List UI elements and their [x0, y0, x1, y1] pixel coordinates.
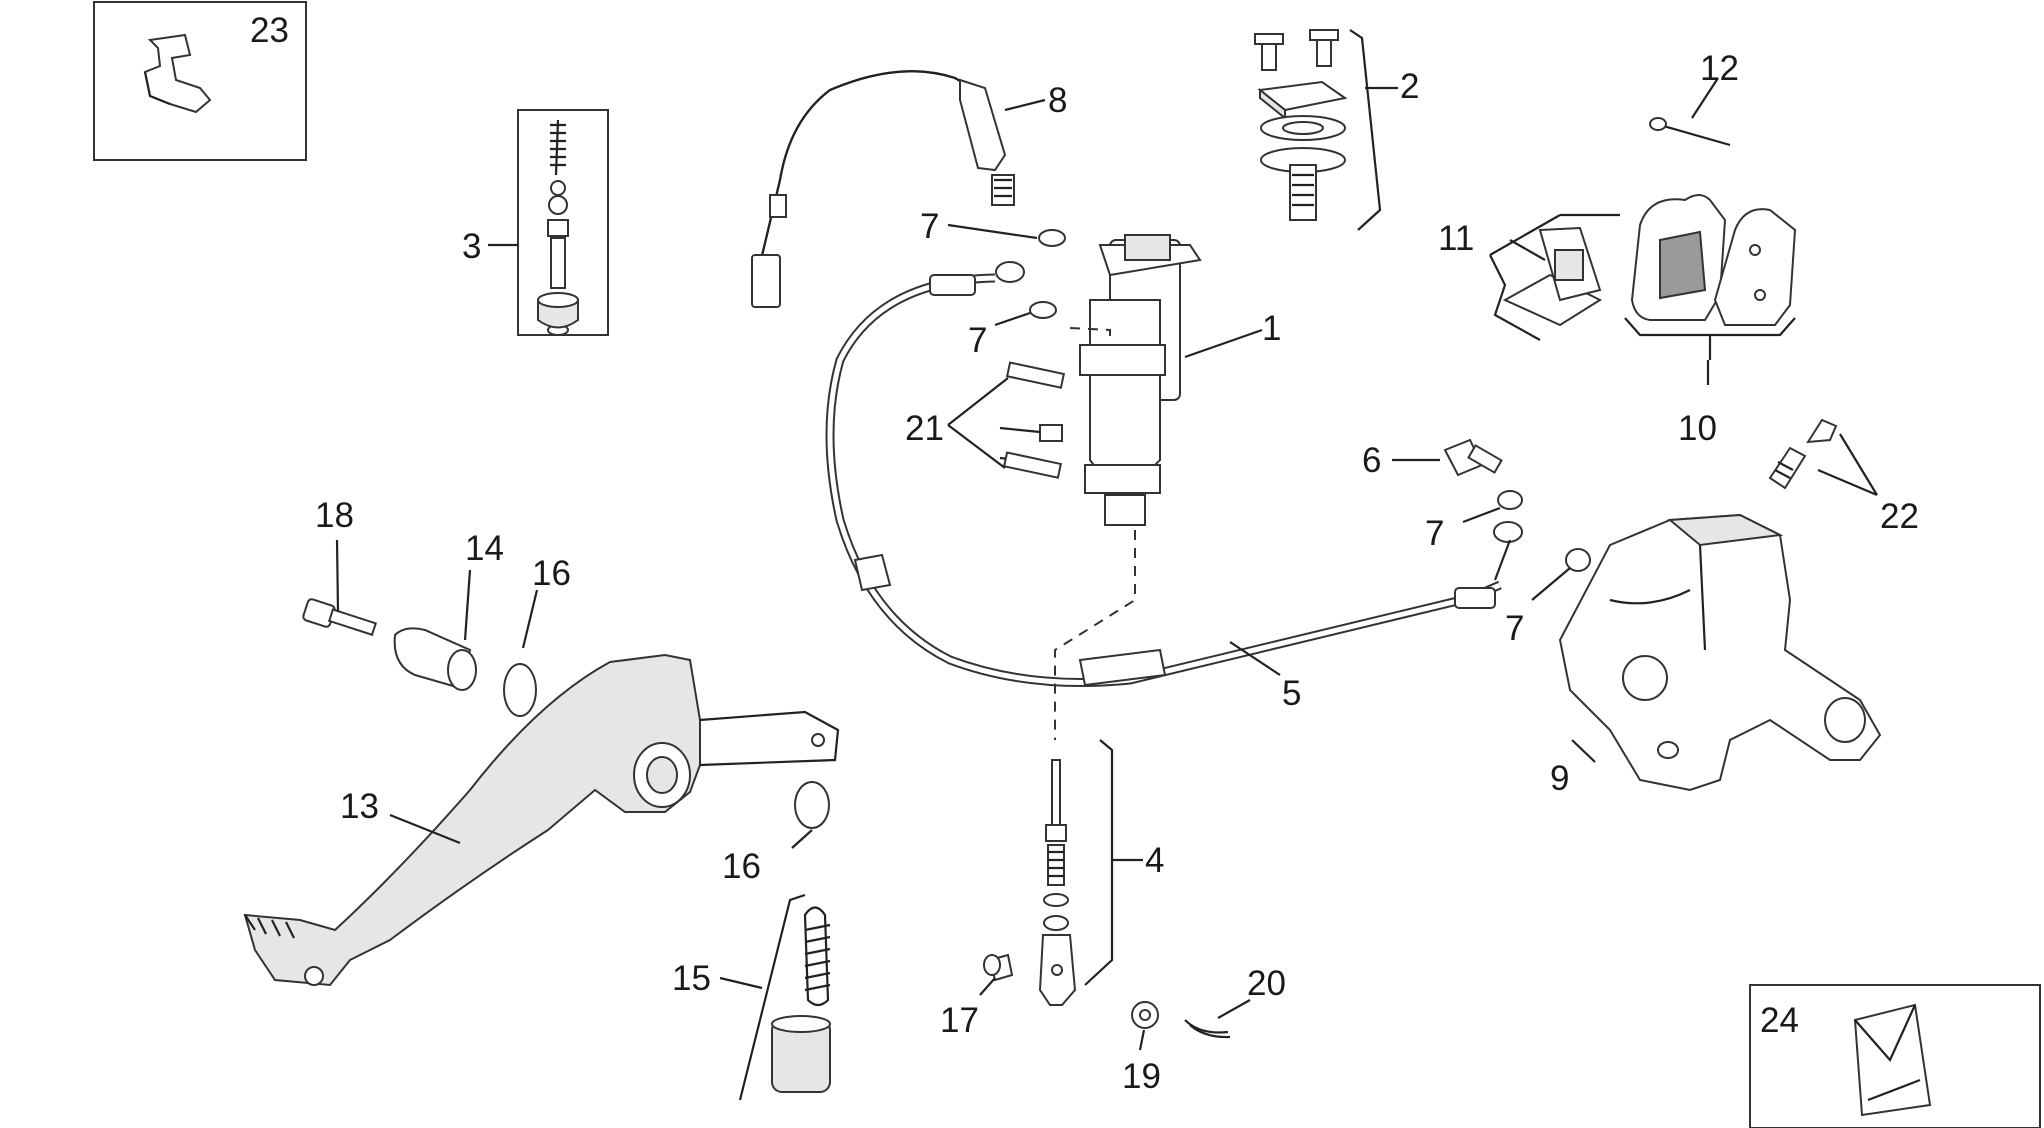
callout-5: 5: [1282, 674, 1301, 713]
callout-8: 8: [1048, 81, 1067, 120]
part-8-brake-hose: [751, 70, 1015, 308]
callout-labels: 1 2 3 4 5 6 7 7 7 7 8 9 10 11 12 13 14 1…: [250, 11, 1919, 1096]
callout-3: 3: [462, 227, 481, 266]
callout-19: 19: [1122, 1057, 1161, 1096]
callout-24: 24: [1760, 1001, 1799, 1040]
callout-18: 18: [315, 496, 354, 535]
part-9-rear-caliper: [1558, 513, 1882, 792]
callout-2: 2: [1400, 67, 1419, 106]
callout-9: 9: [1550, 759, 1569, 798]
inset-box-23: [93, 1, 307, 161]
part-18-pivot-bolt: [302, 598, 377, 637]
callout-7-c: 7: [1425, 514, 1444, 553]
leader-lines: [335, 77, 1878, 1051]
part-21-bolts: [1002, 361, 1066, 479]
callout-7-b: 7: [968, 321, 987, 360]
part-10-brake-pads: [1624, 194, 1797, 360]
assembly-axis: [1054, 530, 1136, 740]
part-7-washers: [1029, 229, 1591, 572]
callout-6: 6: [1362, 441, 1381, 480]
callout-11: 11: [1438, 219, 1474, 258]
part-15-return-spring: [738, 893, 831, 1101]
part-19-washer: [1131, 1001, 1159, 1029]
callout-7-a: 7: [920, 207, 939, 246]
part-3-valve-kit: [517, 109, 609, 336]
callout-21: 21: [905, 409, 944, 448]
callout-7-d: 7: [1505, 609, 1524, 648]
part-1-master-cylinder: [999, 234, 1202, 526]
part-4-pushrod: [1038, 739, 1114, 1006]
callout-20: 20: [1247, 964, 1286, 1003]
part-11-pad-spring: [1489, 213, 1620, 341]
part-22-bleeder-screw: [1768, 418, 1838, 490]
callout-13: 13: [340, 787, 379, 826]
part-13-brake-pedal: [243, 653, 840, 987]
callout-1: 1: [1262, 309, 1281, 348]
part-16-o-ring-lower: [794, 781, 830, 829]
callout-16-b: 16: [722, 847, 761, 886]
callout-22: 22: [1880, 497, 1919, 536]
part-12-pad-pin: [1649, 117, 1731, 147]
callout-17: 17: [940, 1001, 979, 1040]
callout-4: 4: [1145, 841, 1164, 880]
part-2-reservoir-cover: [1254, 29, 1382, 231]
part-6-banjo-bolt: [1443, 438, 1503, 477]
assembly-axis-2: [1069, 327, 1111, 340]
callout-16-a: 16: [532, 554, 571, 593]
part-14-bushing: [393, 627, 477, 691]
part-20-cotter-pin: [1184, 1019, 1231, 1039]
callout-14: 14: [465, 529, 504, 568]
part-16-o-ring-upper: [503, 663, 537, 717]
callout-23: 23: [250, 11, 289, 50]
callout-15: 15: [672, 959, 711, 998]
part-17-pin: [983, 953, 1014, 982]
inset-box-24: [1749, 984, 2041, 1128]
callout-12: 12: [1700, 49, 1739, 88]
callout-10: 10: [1678, 409, 1717, 448]
part-5-rear-brake-hose: [825, 261, 1523, 687]
